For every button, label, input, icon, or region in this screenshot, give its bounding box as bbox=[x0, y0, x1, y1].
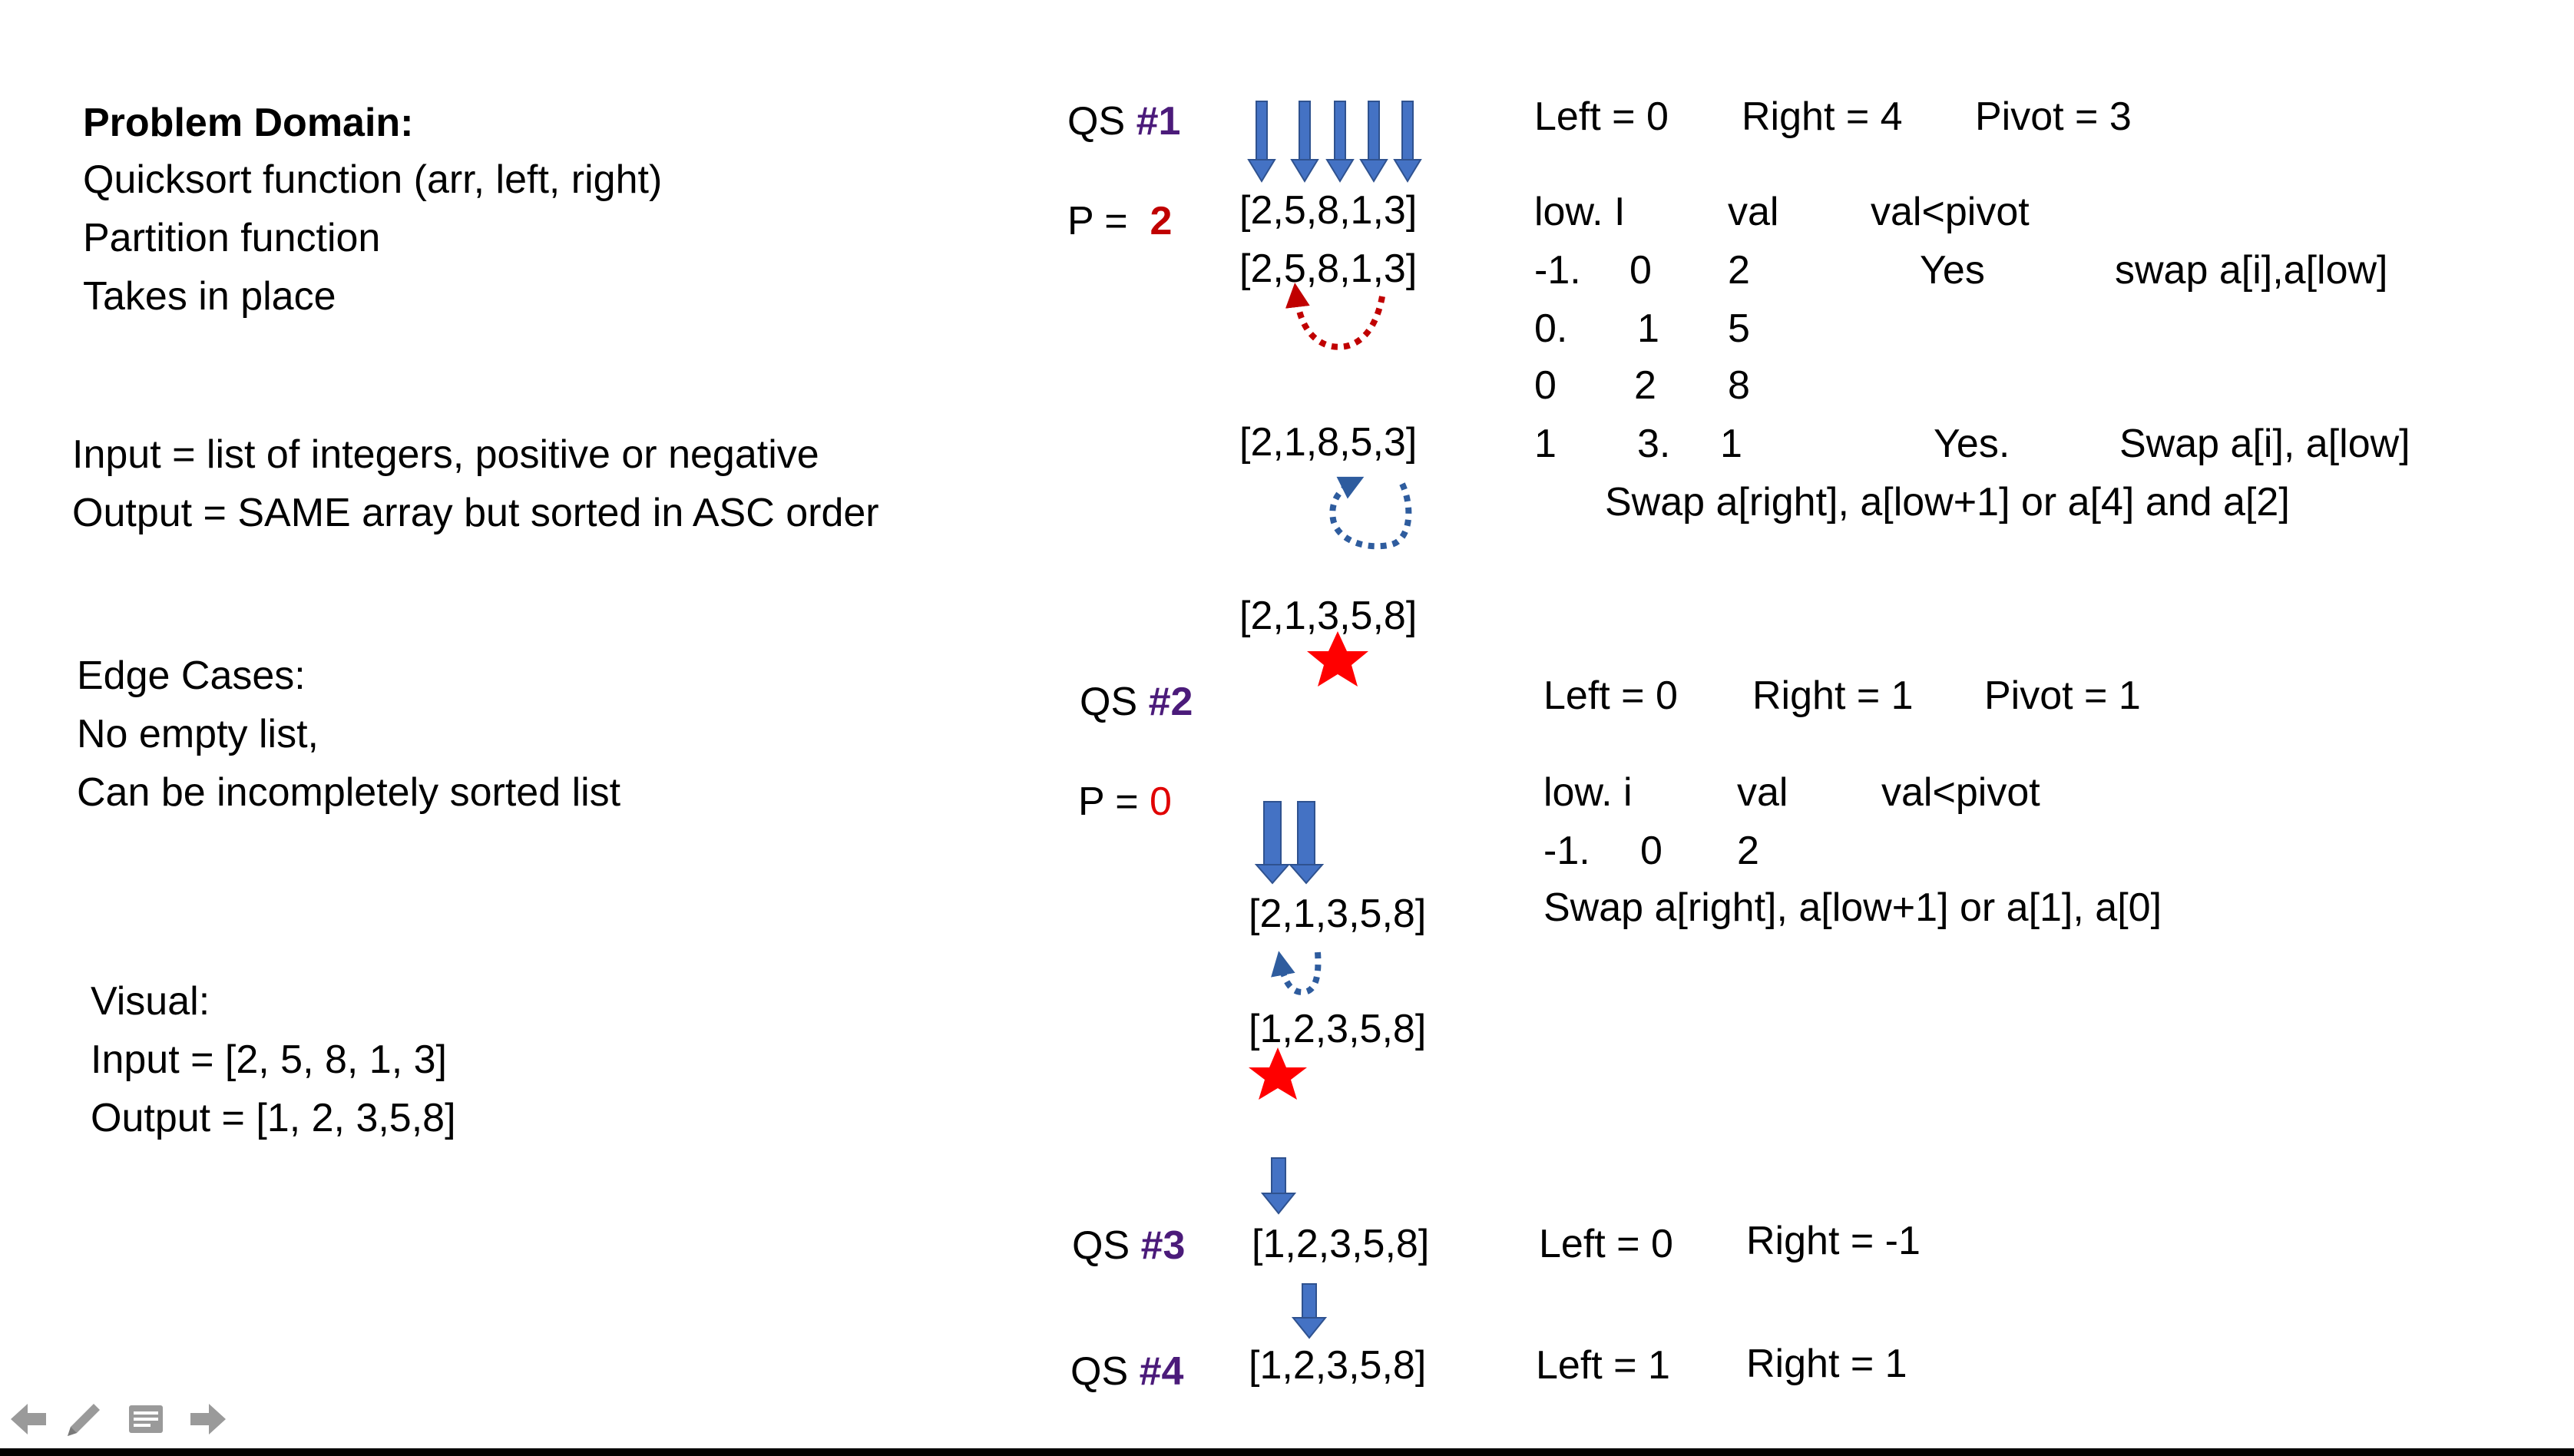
qs1-right-param: Right = 4 bbox=[1742, 94, 1903, 139]
qs3-right-param: Right = -1 bbox=[1746, 1219, 1921, 1263]
notes-icon[interactable] bbox=[123, 1396, 169, 1442]
back-arrow-icon[interactable] bbox=[6, 1396, 52, 1442]
qs1-pivot-index: P = 2 bbox=[1067, 199, 1173, 243]
qs2-swap-note: Swap a[right], a[low+1] or a[1], a[0] bbox=[1543, 885, 2162, 930]
output-description: Output = SAME array but sorted in ASC or… bbox=[72, 491, 879, 535]
qs1-swap-arrow-icon bbox=[1329, 476, 1412, 550]
qs1-row-i: 1 bbox=[1637, 306, 1659, 351]
edge-cases-title: Edge Cases: bbox=[77, 654, 306, 698]
qs4-array: [1,2,3,5,8] bbox=[1249, 1343, 1427, 1388]
qs1-row-action: Swap a[i], a[low] bbox=[2119, 422, 2410, 466]
visual-input: Input = [2, 5, 8, 1, 3] bbox=[91, 1037, 447, 1082]
qs3-label: QS #3 bbox=[1072, 1223, 1186, 1268]
qs1-row-action: swap a[i],a[low] bbox=[2115, 248, 2388, 293]
qs1-row-val: 2 bbox=[1728, 248, 1750, 293]
qs2-row-i: 0 bbox=[1640, 829, 1663, 873]
qs4-right-param: Right = 1 bbox=[1746, 1342, 1907, 1386]
qs1-row-low: -1. bbox=[1534, 248, 1581, 293]
qs1-row-i: 3. bbox=[1637, 422, 1671, 466]
qs1-row-val: 8 bbox=[1728, 363, 1750, 408]
qs1-row-cmp: Yes bbox=[1920, 248, 1985, 293]
qs2-pivot-index: P = 0 bbox=[1078, 779, 1172, 824]
qs1-swap-arrow-icon bbox=[1285, 283, 1385, 350]
qs4-number: #4 bbox=[1139, 1349, 1184, 1394]
qs1-pivot-param: Pivot = 3 bbox=[1975, 94, 2132, 139]
qs2-right-param: Right = 1 bbox=[1752, 673, 1914, 718]
qs2-pivot-param: Pivot = 1 bbox=[1984, 673, 2141, 718]
qs1-row-low: 0. bbox=[1534, 306, 1568, 351]
qs3-array: [1,2,3,5,8] bbox=[1252, 1222, 1430, 1266]
qs3-number: #3 bbox=[1140, 1223, 1186, 1268]
qs1-down-arrow-icon bbox=[1290, 101, 1319, 183]
pen-icon[interactable] bbox=[61, 1396, 108, 1442]
qs2-down-arrow-icon bbox=[1254, 801, 1291, 885]
problem-domain-line: Partition function bbox=[83, 216, 381, 260]
qs1-array-result: [2,1,3,5,8] bbox=[1239, 594, 1418, 638]
qs1-pivot-value: 2 bbox=[1150, 199, 1173, 243]
qs2-pivot-value: 0 bbox=[1150, 779, 1172, 824]
qs2-array-initial: [2,1,3,5,8] bbox=[1249, 892, 1427, 936]
qs1-down-arrow-icon bbox=[1359, 101, 1388, 183]
qs1-header-low: low. I bbox=[1534, 190, 1626, 234]
qs2-header-val: val bbox=[1737, 770, 1788, 815]
qs1-header-cmp: val<pivot bbox=[1871, 190, 2030, 234]
qs1-down-arrow-icon bbox=[1247, 101, 1276, 183]
qs1-swap-note: Swap a[right], a[low+1] or a[4] and a[2] bbox=[1605, 480, 2290, 524]
qs1-label: QS #1 bbox=[1067, 99, 1181, 144]
edge-case-line: No empty list, bbox=[77, 712, 319, 756]
qs2-left-param: Left = 0 bbox=[1543, 673, 1678, 718]
qs1-array-step: [2,5,8,1,3] bbox=[1239, 247, 1418, 291]
qs2-swap-arrow-icon bbox=[1271, 951, 1322, 996]
problem-domain-line: Takes in place bbox=[83, 274, 336, 319]
qs4-down-arrow-icon bbox=[1291, 1283, 1328, 1339]
forward-arrow-icon[interactable] bbox=[184, 1396, 230, 1442]
visual-title: Visual: bbox=[91, 979, 210, 1024]
qs2-down-arrow-icon bbox=[1288, 801, 1325, 885]
qs3-down-arrow-icon bbox=[1260, 1157, 1297, 1215]
qs1-pivot-star-icon bbox=[1307, 631, 1368, 687]
problem-domain-line: Quicksort function (arr, left, right) bbox=[83, 157, 663, 202]
qs2-label: QS #2 bbox=[1080, 680, 1193, 724]
qs1-down-arrow-icon bbox=[1393, 101, 1422, 183]
qs1-down-arrow-icon bbox=[1325, 101, 1355, 183]
qs2-header-cmp: val<pivot bbox=[1881, 770, 2040, 815]
qs1-row-i: 2 bbox=[1634, 363, 1656, 408]
qs1-row-val: 1 bbox=[1720, 422, 1742, 466]
visual-output: Output = [1, 2, 3,5,8] bbox=[91, 1096, 456, 1140]
problem-domain-title: Problem Domain: bbox=[83, 101, 414, 145]
qs2-header-low: low. i bbox=[1543, 770, 1633, 815]
qs1-header-val: val bbox=[1728, 190, 1779, 234]
qs1-row-low: 0 bbox=[1534, 363, 1557, 408]
qs2-pivot-star-icon bbox=[1249, 1047, 1307, 1100]
qs4-left-param: Left = 1 bbox=[1536, 1343, 1670, 1388]
qs1-number: #1 bbox=[1136, 99, 1181, 144]
qs1-left-param: Left = 0 bbox=[1534, 94, 1669, 139]
qs1-row-val: 5 bbox=[1728, 306, 1750, 351]
qs2-row-low: -1. bbox=[1543, 829, 1590, 873]
slide-bottom-border bbox=[0, 1448, 2574, 1456]
input-description: Input = list of integers, positive or ne… bbox=[72, 432, 819, 477]
qs2-number: #2 bbox=[1148, 680, 1193, 724]
qs3-left-param: Left = 0 bbox=[1539, 1222, 1673, 1266]
qs2-row-val: 2 bbox=[1737, 829, 1759, 873]
qs1-array-initial: [2,5,8,1,3] bbox=[1239, 188, 1418, 233]
qs1-row-cmp: Yes. bbox=[1934, 422, 2010, 466]
edge-case-line: Can be incompletely sorted list bbox=[77, 770, 621, 815]
qs1-row-low: 1 bbox=[1534, 422, 1557, 466]
qs2-array-result: [1,2,3,5,8] bbox=[1249, 1007, 1427, 1051]
qs1-array-swapped: [2,1,8,5,3] bbox=[1239, 420, 1418, 465]
qs1-row-i: 0 bbox=[1629, 248, 1652, 293]
qs4-label: QS #4 bbox=[1070, 1349, 1184, 1394]
